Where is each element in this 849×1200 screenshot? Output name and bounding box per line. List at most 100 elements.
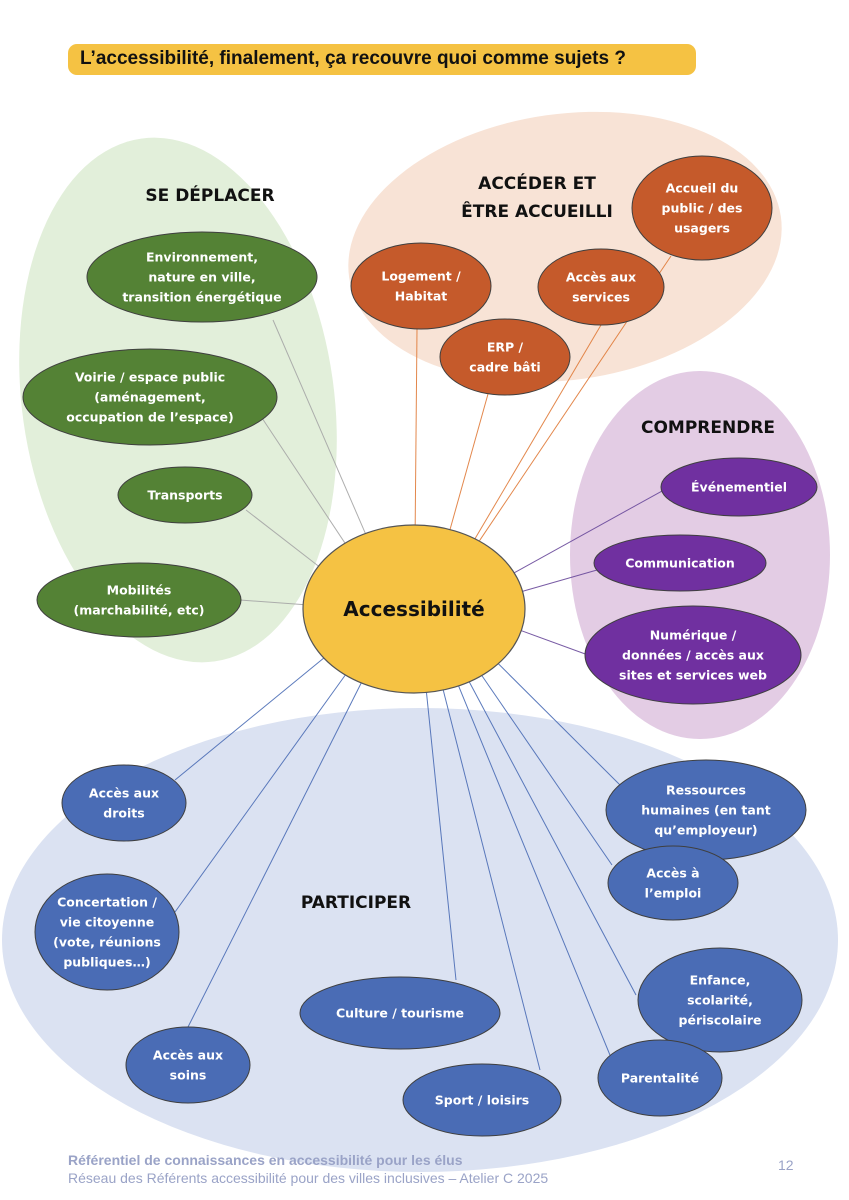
- topic-voirie-espace-public-amenagement-occupat-label-line: occupation de l’espace): [66, 410, 234, 425]
- topic-sport-loisirs-label: Sport / loisirs: [435, 1093, 529, 1108]
- connector-evenementiel: [512, 490, 663, 575]
- topic-ressources-humaines-en-tant-qu-employeur-label-line: Ressources: [666, 783, 746, 798]
- topic-environnement-nature-en-ville-transition-label: Environnement, nature en ville, transition…: [122, 250, 281, 305]
- topic-concertation-vie-citoyenne-vote-reunions-label-line: vie citoyenne: [60, 915, 154, 930]
- topic-communication-bubble: [593, 534, 767, 592]
- group-title-comprendre-line: COMPRENDRE: [641, 418, 775, 438]
- topic-acces-aux-droits-bubble: [61, 764, 187, 842]
- connector-culture-tourisme: [425, 690, 457, 981]
- topic-logement-habitat-label: Logement / Habitat: [381, 269, 461, 304]
- connector-concertation-vie-citoyenne-vote-reunions: [174, 673, 347, 913]
- topic-logement-habitat-label-line: Habitat: [395, 289, 448, 304]
- connector-acces-aux-droits: [174, 656, 326, 781]
- topic-concertation-vie-citoyenne-vote-reunions-label-line: Concertation /: [57, 895, 157, 910]
- page-title: L’accessibilité, finalement, ça recouvre…: [80, 48, 626, 69]
- topic-culture-tourisme-bubble: [299, 976, 501, 1050]
- connector-sport-loisirs: [442, 687, 541, 1071]
- topic-enfance-scolarite-periscolaire-label-line: Enfance,: [690, 973, 751, 988]
- topic-mobilites-marchabilite-etc-bubble: [36, 562, 242, 638]
- topic-ressources-humaines-en-tant-qu-employeur-label-line: humaines (en tant: [641, 803, 770, 818]
- connector-numerique-donnees-acces-aux-sites-et-ser: [519, 629, 589, 656]
- topic-enfance-scolarite-periscolaire-label-line: périscolaire: [679, 1013, 762, 1028]
- topic-acces-aux-services-label-line: services: [572, 290, 630, 305]
- topic-acces-a-l-emploi-label: Accès à l’emploi: [645, 866, 702, 901]
- topic-evenementiel-label-line: Événementiel: [691, 480, 787, 495]
- topic-concertation-vie-citoyenne-vote-reunions-label: Concertation /vie citoyenne(vote, réunio…: [53, 895, 161, 970]
- topic-enfance-scolarite-periscolaire-bubble: [637, 947, 803, 1053]
- topic-communication-label-line: Communication: [625, 556, 735, 571]
- topic-acces-a-l-emploi-label-line: l’emploi: [645, 886, 702, 901]
- connector-environnement-nature-en-ville-transition: [272, 319, 367, 536]
- topic-ressources-humaines-en-tant-qu-employeur-label-line: qu’employeur): [654, 823, 757, 838]
- topic-accueil-du-public-des-usagers-label-line: Accueil du: [666, 181, 739, 196]
- topic-sport-loisirs-bubble: [402, 1063, 562, 1137]
- topic-communication-label: Communication: [625, 556, 735, 571]
- page-number: 12: [778, 1157, 794, 1173]
- topic-mobilites-marchabilite-etc-label-line: (marchabilité, etc): [73, 603, 204, 618]
- topic-numerique-donnees-acces-aux-sites-et-ser-bubble: [584, 605, 802, 705]
- footer-document-title: Référentiel de connaissances en accessib…: [68, 1152, 463, 1168]
- topic-erp-cadre-bati-label-line: cadre bâti: [469, 360, 540, 375]
- footer-network-name: Réseau des Référents accessibilité pour …: [68, 1170, 549, 1186]
- topic-voirie-espace-public-amenagement-occupat-label-line: (aménagement,: [94, 390, 206, 405]
- connector-ressources-humaines-en-tant-qu-employeur: [496, 661, 621, 786]
- topic-acces-aux-services-label: Accès aux services: [566, 270, 636, 305]
- topic-evenementiel-bubble: [660, 457, 818, 517]
- topic-acces-aux-droits-label-line: droits: [103, 806, 144, 821]
- topic-acces-aux-services-bubble: [537, 248, 665, 326]
- center-label: Accessibilité: [343, 597, 484, 621]
- topic-culture-tourisme-label: Culture / tourisme: [336, 1006, 464, 1021]
- topic-acces-aux-soins-bubble: [125, 1026, 251, 1104]
- topic-voirie-espace-public-amenagement-occupat-bubble: [22, 348, 278, 446]
- topic-logement-habitat-bubble: [350, 242, 492, 330]
- topic-concertation-vie-citoyenne-vote-reunions-bubble: [34, 873, 180, 991]
- connector-transports: [245, 509, 321, 568]
- connector-parentalite: [457, 683, 613, 1061]
- topic-sport-loisirs-label-line: Sport / loisirs: [435, 1093, 529, 1108]
- topic-acces-aux-soins-label: Accès aux soins: [153, 1048, 223, 1083]
- center-bubble: [302, 524, 526, 694]
- connector-acces-aux-soins: [187, 680, 363, 1028]
- topic-logement-habitat-label-line: Logement /: [381, 269, 461, 284]
- topic-acces-aux-droits-label: Accès aux droits: [89, 786, 159, 821]
- group-title-se-deplacer-line: SE DÉPLACER: [145, 184, 274, 206]
- topic-acces-aux-services-label-line: Accès aux: [566, 270, 636, 285]
- topic-evenementiel-label: Événementiel: [691, 480, 787, 495]
- topic-voirie-espace-public-amenagement-occupat-label-line: Voirie / espace public: [75, 370, 225, 385]
- group-title-acceder-line: ACCÉDER ET: [478, 172, 596, 194]
- topic-environnement-nature-en-ville-transition-bubble: [86, 231, 318, 323]
- topic-mobilites-marchabilite-etc-label-line: Mobilités: [107, 583, 172, 598]
- topic-transports-label-line: Transports: [147, 488, 222, 503]
- topic-acces-aux-droits-label-line: Accès aux: [89, 786, 159, 801]
- topic-accueil-du-public-des-usagers-label-line: public / des: [662, 201, 743, 216]
- topic-acces-aux-soins-label-line: soins: [170, 1068, 207, 1083]
- connector-logement-habitat: [414, 328, 418, 528]
- connector-acces-a-l-emploi: [480, 673, 613, 866]
- group-title-participer: PARTICIPER: [301, 893, 411, 913]
- topic-culture-tourisme-label-line: Culture / tourisme: [336, 1006, 464, 1021]
- topic-transports-bubble: [117, 466, 253, 524]
- topic-environnement-nature-en-ville-transition-label-line: transition énergétique: [122, 290, 281, 305]
- topic-parentalite-bubble: [597, 1039, 723, 1117]
- title-banner: [68, 44, 696, 75]
- topic-enfance-scolarite-periscolaire-label: Enfance,scolarité,périscolaire: [679, 973, 762, 1028]
- topic-numerique-donnees-acces-aux-sites-et-ser-label-line: données / accès aux: [622, 648, 764, 663]
- connector-acces-aux-services: [473, 324, 602, 541]
- topic-accueil-du-public-des-usagers-bubble: [631, 155, 773, 261]
- topic-acces-aux-soins-label-line: Accès aux: [153, 1048, 223, 1063]
- topic-erp-cadre-bati-label-line: ERP /: [487, 340, 524, 355]
- topic-erp-cadre-bati-label: ERP / cadre bâti: [469, 340, 540, 375]
- topic-acces-a-l-emploi-label-line: Accès à: [646, 866, 699, 881]
- topic-acces-a-l-emploi-bubble: [607, 845, 739, 921]
- group-title-se-deplacer: SE DÉPLACER: [145, 184, 274, 206]
- topic-environnement-nature-en-ville-transition-label-line: Environnement,: [146, 250, 258, 265]
- topic-voirie-espace-public-amenagement-occupat-label: Voirie / espace public (aménagement, occup…: [66, 370, 234, 425]
- topic-parentalite-label: Parentalité: [621, 1071, 699, 1086]
- topic-environnement-nature-en-ville-transition-label-line: nature en ville,: [148, 270, 255, 285]
- connector-erp-cadre-bati: [448, 393, 489, 532]
- topic-concertation-vie-citoyenne-vote-reunions-label-line: publiques…): [63, 955, 150, 970]
